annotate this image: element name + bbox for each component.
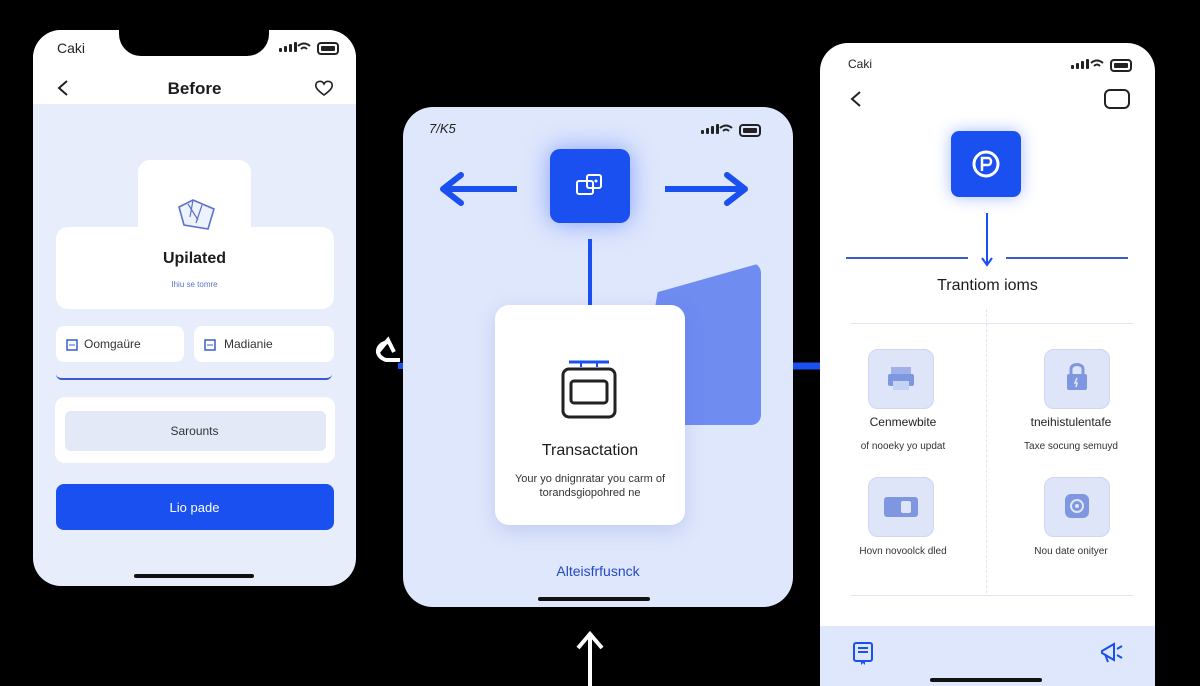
device-icon [561, 360, 617, 419]
feature-desc-3: Hovn novoolck dled [859, 546, 947, 557]
section-title: Trantiom ioms [937, 277, 1038, 294]
horizontal-rule-left [846, 257, 968, 259]
app-icon[interactable] [550, 149, 630, 223]
chip-icon [204, 339, 216, 351]
horizontal-rule-right [1006, 257, 1128, 259]
footer-link[interactable]: Alteisfrfusnck [556, 563, 640, 579]
status-time: 7/K5 [429, 121, 456, 136]
bottom-tab-bar [820, 626, 1155, 686]
update-button-label: Lio pade [169, 500, 220, 515]
back-arrow-icon[interactable] [850, 91, 862, 107]
list-item[interactable] [65, 411, 326, 451]
option-label-1: Oomgaüre [84, 337, 141, 351]
notch [119, 30, 269, 56]
section-divider [850, 323, 1134, 324]
wifi-icon [1090, 59, 1104, 67]
option-chip-1[interactable]: Oomgaüre [56, 326, 184, 362]
bottom-divider [850, 595, 1134, 596]
battery-icon [317, 42, 339, 55]
card-title: Upilated [162, 250, 227, 267]
signal-icon [279, 42, 297, 52]
divider [56, 373, 332, 380]
feature-tile-1[interactable] [868, 349, 934, 409]
chip-icon [66, 339, 78, 351]
back-arrow-icon[interactable] [57, 80, 69, 96]
status-time: Caki [848, 57, 873, 71]
option-chip-2[interactable]: Madianie [194, 326, 334, 362]
status-time: Caki [57, 40, 86, 56]
gear-icon [1065, 494, 1089, 518]
payment-glyph-icon [972, 150, 1000, 178]
megaphone-icon[interactable] [1100, 641, 1124, 665]
transaction-card[interactable]: Transactation Your yo dnignratar you car… [495, 305, 685, 525]
option-label-2: Madianie [224, 337, 273, 351]
wifi-icon [719, 124, 733, 132]
heart-icon[interactable] [314, 80, 334, 96]
transaction-title: Transactation [541, 442, 639, 459]
list-item-label: Sarounts [170, 424, 219, 438]
left-phone: Caki Before Upilated Ihiu se tomre Oomga… [33, 30, 356, 586]
arrow-left-icon [440, 172, 517, 206]
map-icon [178, 199, 215, 230]
feature-title-2: tneihistulentafe [1030, 415, 1112, 429]
feature-title-1: Cenmewbite [869, 415, 937, 429]
card-icon [884, 497, 918, 517]
card-subtitle: Ihiu se tomre [171, 280, 218, 289]
home-indicator [930, 678, 1042, 682]
vertical-connector [588, 239, 592, 345]
transaction-body-1: Your yo dnignratar you carm of [514, 473, 665, 485]
transaction-body-2: torandsgiopohred ne [539, 487, 641, 499]
feature-desc-1: of nooeky yo updat [860, 441, 946, 452]
window-icon[interactable] [1104, 89, 1130, 109]
payment-icon[interactable] [951, 131, 1021, 197]
feature-desc-4: Nou date onityer [1034, 546, 1108, 557]
battery-icon [739, 124, 761, 137]
feature-tile-2[interactable] [1044, 349, 1110, 409]
signal-icon [1071, 59, 1089, 69]
feature-tile-4[interactable] [1044, 477, 1110, 537]
feature-desc-2: Taxe socung semuyd [1024, 441, 1118, 452]
home-indicator [538, 597, 650, 601]
upload-card[interactable] [56, 227, 334, 309]
arrow-right-icon [665, 172, 748, 206]
down-arrow-head [981, 257, 993, 267]
battery-icon [1110, 59, 1132, 72]
wifi-icon [297, 42, 311, 50]
feature-tile-3[interactable] [868, 477, 934, 537]
right-phone: Caki Trantiom ioms Cenmewbite of nooeky … [820, 43, 1155, 686]
signal-icon [701, 124, 719, 134]
update-button[interactable] [56, 484, 334, 530]
app-glyph-icon [576, 174, 602, 195]
column-divider [986, 309, 987, 593]
home-indicator [134, 574, 254, 578]
page-title: Before [167, 79, 222, 98]
lock-icon [1067, 363, 1087, 390]
printer-icon [888, 367, 914, 390]
center-phone: 7/K5 Transactation [403, 107, 793, 607]
book-icon[interactable] [852, 641, 874, 665]
connector-line [986, 213, 988, 263]
